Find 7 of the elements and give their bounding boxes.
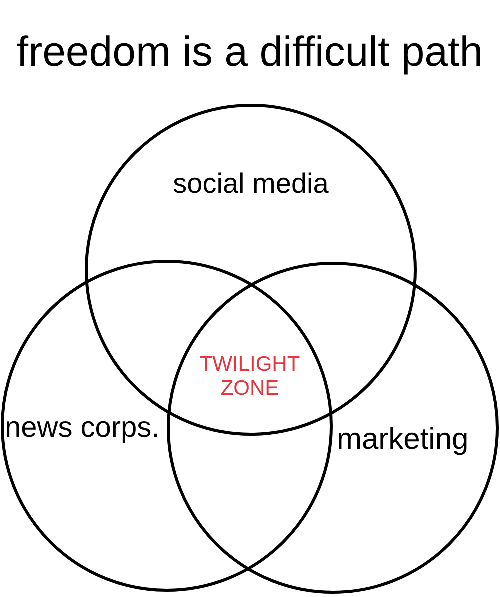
- venn-circle: [1, 260, 333, 592]
- venn-circle: [167, 262, 499, 594]
- set-label: social media: [173, 170, 329, 198]
- intersection-label: TWILIGHT ZONE: [198, 353, 302, 402]
- diagram-title: freedom is a difficult path: [16, 31, 484, 73]
- set-label: news corps.: [5, 414, 160, 443]
- set-label: marketing: [337, 425, 469, 455]
